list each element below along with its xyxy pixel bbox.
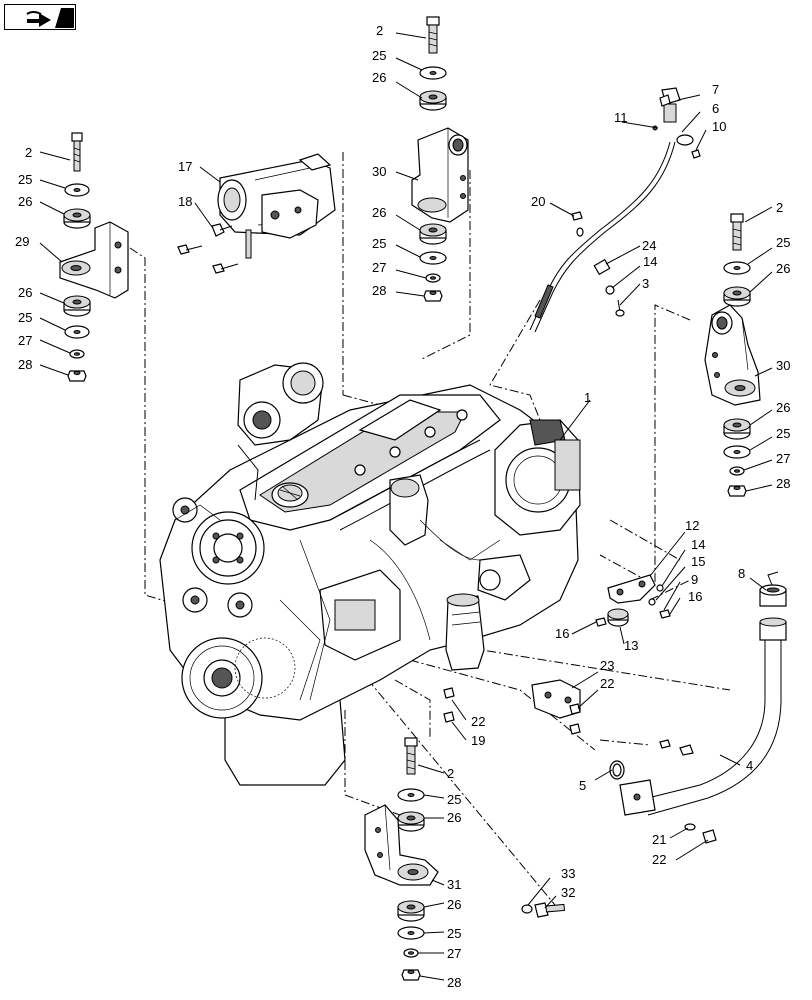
callout-13: 13: [624, 638, 638, 653]
callout-31: 31: [447, 877, 461, 892]
starter-motor: [177, 153, 336, 274]
callout-18: 18: [178, 194, 192, 209]
callout-14-top: 14: [643, 254, 657, 269]
callout-7: 7: [712, 82, 719, 97]
callout-9: 9: [691, 572, 698, 587]
callout-32: 32: [561, 885, 575, 900]
callout-25-bottom-a: 25: [447, 792, 461, 807]
callout-4: 4: [746, 758, 753, 773]
callout-25-left-bottom: 25: [18, 310, 32, 325]
callout-28-left: 28: [18, 357, 32, 372]
callout-12: 12: [685, 518, 699, 533]
callout-25-left-top: 25: [18, 172, 32, 187]
callout-26-left-top: 26: [18, 194, 32, 209]
callout-14-lower: 14: [691, 537, 705, 552]
bolt-32-group: [521, 877, 565, 918]
drain-tube-assembly: [594, 571, 787, 861]
callout-27-right: 27: [776, 451, 790, 466]
callout-1: 1: [584, 390, 591, 405]
callout-33: 33: [561, 866, 575, 881]
callout-26-bottom-b: 26: [447, 897, 461, 912]
callout-10: 10: [712, 119, 726, 134]
callout-19: 19: [471, 733, 485, 748]
bottom-mount-stack: [364, 737, 445, 981]
callout-25-bottom-b: 25: [447, 926, 461, 941]
callout-28-bottom: 28: [447, 975, 461, 990]
bracket-23-group: [443, 671, 599, 741]
callout-24: 24: [642, 238, 656, 253]
left-mount-stack: [39, 132, 129, 382]
callout-22-tube: 22: [652, 852, 666, 867]
callout-3: 3: [642, 276, 649, 291]
callout-22-engine: 22: [471, 714, 485, 729]
callout-27-left: 27: [18, 333, 32, 348]
callout-30-top: 30: [372, 164, 386, 179]
callout-2-bottom: 2: [447, 766, 454, 781]
callout-28-right: 28: [776, 476, 790, 491]
nav-forward-button[interactable]: [4, 4, 76, 30]
callout-28-top: 28: [372, 283, 386, 298]
dipstick-assembly: [529, 87, 707, 333]
forward-arrow-icon: [26, 8, 74, 28]
callout-26-top-a: 26: [372, 70, 386, 85]
callout-2-top: 2: [376, 23, 383, 38]
callout-5: 5: [579, 778, 586, 793]
callout-25-right-b: 25: [776, 426, 790, 441]
callout-20: 20: [531, 194, 545, 209]
callout-26-right-b: 26: [776, 400, 790, 415]
callout-6: 6: [712, 101, 719, 116]
bracket-12-group: [571, 531, 686, 645]
callout-17: 17: [178, 159, 192, 174]
callout-26-bottom-a: 26: [447, 810, 461, 825]
top-center-mount-stack: [395, 16, 469, 302]
callout-16-left: 16: [555, 626, 569, 641]
callout-25-right-a: 25: [776, 235, 790, 250]
right-mount-stack: [704, 206, 773, 497]
callout-2-right: 2: [776, 200, 783, 215]
callout-25-top-b: 25: [372, 236, 386, 251]
callout-26-left-bottom: 26: [18, 285, 32, 300]
callout-11: 11: [614, 110, 628, 125]
callout-26-top-b: 26: [372, 205, 386, 220]
callout-29: 29: [15, 234, 29, 249]
callout-27-top: 27: [372, 260, 386, 275]
callout-21: 21: [652, 832, 666, 847]
callout-8: 8: [738, 566, 745, 581]
callout-labels: 1 2 2 2 2 3 4 5 6 7 8 9 10 11 12 13 14 1…: [15, 23, 790, 990]
callout-27-bottom: 27: [447, 946, 461, 961]
callout-30-right: 30: [776, 358, 790, 373]
callout-22-bracket: 22: [600, 676, 614, 691]
callout-15: 15: [691, 554, 705, 569]
engine-block: [159, 362, 591, 786]
callout-25-top-a: 25: [372, 48, 386, 63]
callout-26-right-a: 26: [776, 261, 790, 276]
callout-16-right: 16: [688, 589, 702, 604]
callout-23: 23: [600, 658, 614, 673]
callout-2-left: 2: [25, 145, 32, 160]
